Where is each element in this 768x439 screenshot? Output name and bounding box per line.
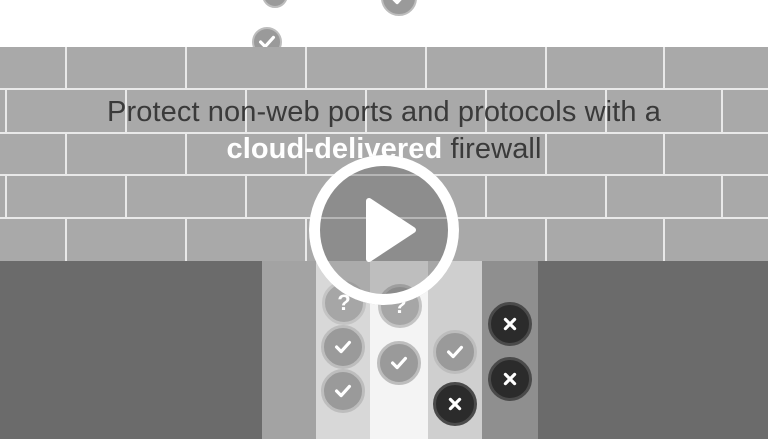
cross-badge-icon xyxy=(488,357,532,401)
check-badge-icon xyxy=(381,0,417,16)
play-button[interactable] xyxy=(309,155,459,305)
cross-badge-icon xyxy=(488,302,532,346)
ground-left xyxy=(0,261,262,439)
check-badge-icon xyxy=(321,369,365,413)
check-badge-icon xyxy=(321,325,365,369)
check-badge-icon xyxy=(433,330,477,374)
lane-edge-left xyxy=(262,261,316,439)
question-badge-icon: ? xyxy=(322,281,366,325)
check-badge-icon xyxy=(377,341,421,385)
check-badge-icon xyxy=(262,0,288,8)
play-icon xyxy=(366,198,416,262)
headline-line-2: cloud-delivered firewall xyxy=(0,131,768,167)
headline-emphasis: cloud-delivered xyxy=(226,133,443,165)
cross-badge-icon xyxy=(433,382,477,426)
lane-4 xyxy=(482,261,538,439)
question-badge-icon: ? xyxy=(378,284,422,328)
ground-right xyxy=(538,261,768,439)
headline-tail: firewall xyxy=(442,133,542,165)
headline-line-1: Protect non-web ports and protocols with… xyxy=(107,96,661,128)
